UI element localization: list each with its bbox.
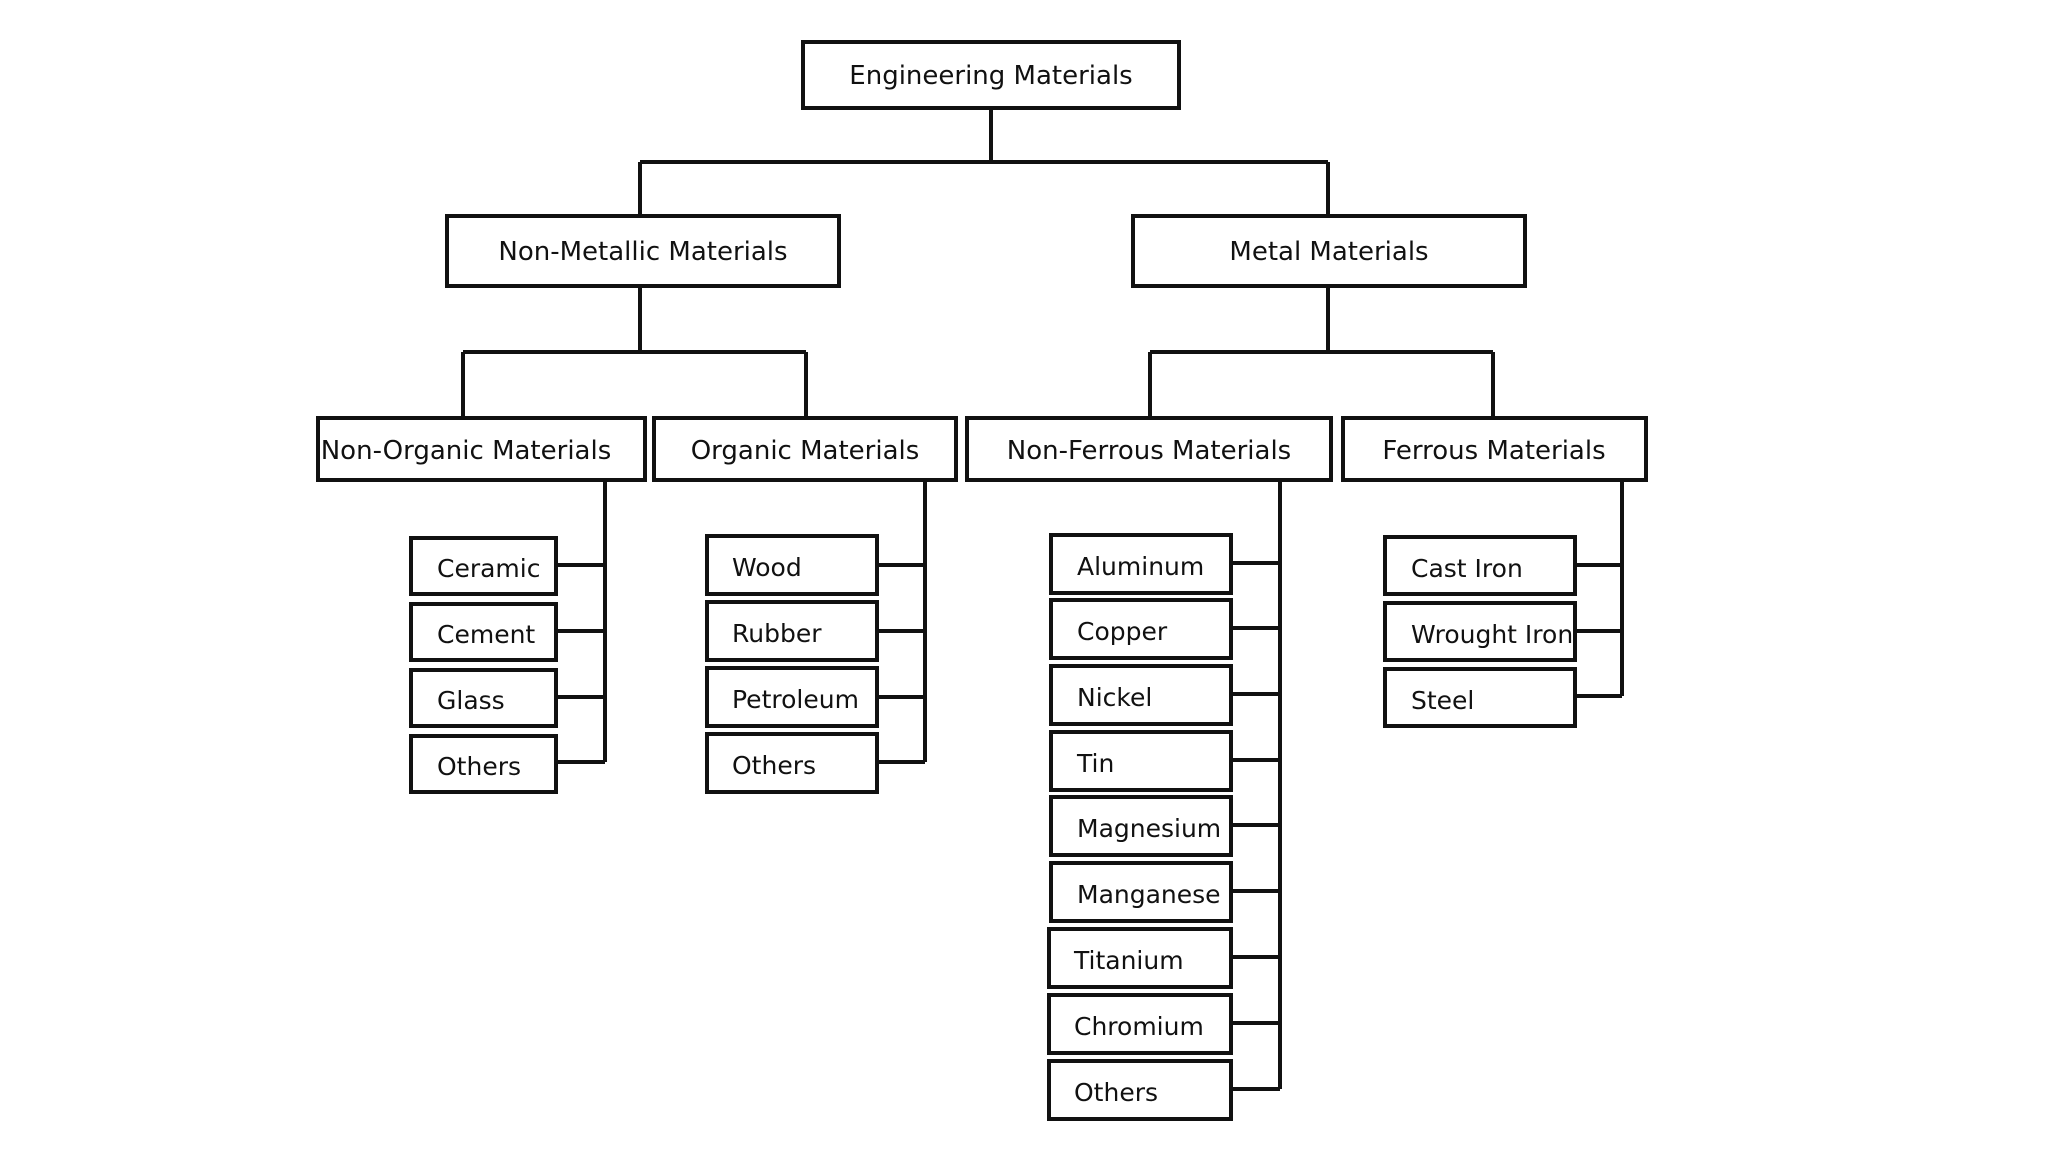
leaf-label: Glass (437, 686, 505, 715)
branch-label-metal: Metal Materials (1229, 237, 1428, 267)
connector-root (638, 108, 1330, 216)
connectors (461, 108, 1624, 1091)
branch-metal: Metal Materials (1131, 214, 1527, 288)
leaf-label: Titanium (1073, 946, 1184, 975)
branch-label-non-metallic: Non-Metallic Materials (498, 237, 787, 267)
leaf-item: Chromium (1047, 993, 1233, 1055)
leaf-label: Copper (1077, 617, 1168, 646)
leaf-label: Steel (1411, 686, 1474, 715)
leaf-label: Ceramic (437, 554, 540, 583)
leaf-label: Wrought Iron (1411, 620, 1573, 649)
branch-non-metallic: Non-Metallic Materials (445, 214, 841, 288)
leaf-label: Chromium (1074, 1012, 1204, 1041)
leaf-label: Others (437, 752, 521, 781)
non-organic-items: Ceramic Cement Glass Others (409, 536, 558, 794)
leaf-item: Ceramic (409, 536, 558, 596)
organic-items: Wood Rubber Petroleum Others (705, 534, 879, 794)
leaf-label: Petroleum (732, 685, 859, 714)
leaf-item: Others (409, 734, 558, 794)
leaf-item: Cast Iron (1383, 535, 1577, 596)
leaf-item: Steel (1383, 667, 1577, 728)
root-label: Engineering Materials (849, 61, 1132, 91)
group-label-ferrous: Ferrous Materials (1382, 436, 1605, 466)
non-ferrous-items: Aluminum Copper Nickel Tin Magnesium Man… (1047, 533, 1233, 1121)
connector-non-metallic (461, 286, 808, 418)
leaf-label: Rubber (732, 619, 822, 648)
leaf-label: Manganese (1077, 880, 1221, 909)
leaf-item: Glass (409, 668, 558, 728)
connector-non-organic-items (556, 480, 607, 764)
leaf-label: Others (732, 751, 816, 780)
group-label-non-organic: Non-Organic Materials (321, 436, 612, 466)
leaf-item: Others (1047, 1059, 1233, 1121)
group-non-organic: Non-Organic Materials (316, 416, 647, 482)
leaf-item: Manganese (1049, 861, 1233, 923)
leaf-item: Copper (1049, 598, 1233, 660)
leaf-item: Titanium (1047, 927, 1233, 989)
group-organic: Organic Materials (652, 416, 958, 482)
leaf-item: Wrought Iron (1383, 601, 1577, 662)
group-non-ferrous: Non-Ferrous Materials (965, 416, 1333, 482)
group-label-non-ferrous: Non-Ferrous Materials (1007, 436, 1291, 466)
leaf-item: Petroleum (705, 666, 879, 728)
leaf-item: Magnesium (1049, 795, 1233, 857)
leaf-label: Aluminum (1077, 552, 1204, 581)
connector-metal (1148, 286, 1495, 418)
leaf-item: Rubber (705, 600, 879, 662)
leaf-label: Cement (437, 620, 535, 649)
ferrous-items: Cast Iron Wrought Iron Steel (1383, 535, 1577, 728)
connector-ferrous-items (1575, 480, 1624, 698)
leaf-label: Cast Iron (1411, 554, 1523, 583)
leaf-label: Others (1074, 1078, 1158, 1107)
root-node: Engineering Materials (801, 40, 1181, 110)
leaf-label: Nickel (1077, 683, 1152, 712)
leaf-item: Aluminum (1049, 533, 1233, 595)
leaf-item: Nickel (1049, 664, 1233, 726)
leaf-label: Magnesium (1077, 814, 1221, 843)
connector-non-ferrous-items (1231, 480, 1282, 1091)
leaf-item: Tin (1049, 730, 1233, 792)
leaf-label: Wood (732, 553, 802, 582)
leaf-label: Tin (1076, 749, 1114, 778)
leaf-item: Cement (409, 602, 558, 662)
group-label-organic: Organic Materials (691, 436, 920, 466)
leaf-item: Others (705, 732, 879, 794)
group-ferrous: Ferrous Materials (1341, 416, 1648, 482)
connector-organic-items (877, 480, 927, 764)
leaf-item: Wood (705, 534, 879, 596)
